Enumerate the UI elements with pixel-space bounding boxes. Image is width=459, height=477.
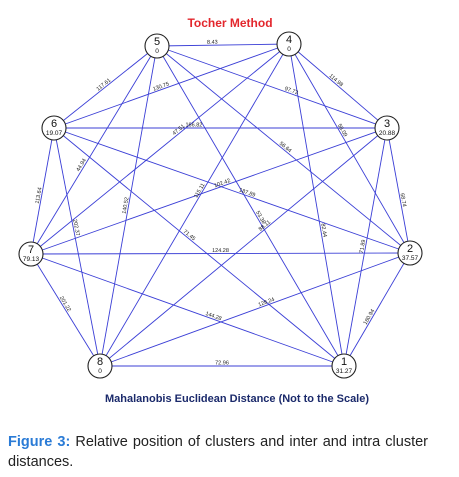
edge-5-4 [156, 43, 290, 47]
edge-4-6 [53, 43, 290, 129]
cluster-node-id: 6 [51, 118, 57, 130]
edge-3-8 [99, 127, 388, 367]
edge-label-2-1: 180.94 [363, 308, 377, 326]
edge-4-2 [288, 43, 411, 254]
edge-4-8 [99, 43, 290, 367]
edges-layer [30, 43, 411, 367]
edge-7-1 [30, 253, 345, 367]
cluster-node-intra-distance: 20.88 [379, 130, 396, 137]
edge-label-5-6: 117.61 [96, 78, 113, 93]
edge-label-5-8: 140.52 [122, 197, 131, 215]
diagram-title: Tocher Method [187, 16, 272, 30]
edge-label-3-2: 68.74 [399, 193, 407, 208]
edge-5-6 [53, 45, 158, 129]
diagram-subtitle: Mahalanobis Euclidean Distance (Not to t… [105, 393, 369, 405]
cluster-node-id: 5 [154, 36, 160, 48]
edge-label-4-2: 58.09 [336, 123, 348, 138]
edge-6-2 [53, 127, 411, 254]
edge-label-5-7: 44.94 [76, 158, 88, 173]
edge-label-6-1: 71.45 [182, 229, 196, 242]
cluster-node-2: 237.57 [397, 240, 423, 266]
edge-8-2 [99, 252, 411, 367]
cluster-node-intra-distance: 31.27 [336, 368, 353, 375]
edge-label-4-3: 114.98 [328, 73, 344, 88]
cluster-node-id: 7 [28, 244, 34, 256]
edge-label-5-3: 97.73 [284, 86, 299, 96]
edge-6-1 [53, 127, 345, 367]
edge-label-3-7: 102.42 [213, 178, 231, 189]
cluster-node-circle [374, 115, 400, 141]
edge-7-8 [30, 253, 101, 367]
cluster-node-intra-distance: 19.07 [46, 130, 63, 137]
edge-label-6-2: 187.89 [238, 188, 256, 199]
edge-label-7-2: 124.28 [212, 248, 229, 254]
cluster-node-circle [87, 353, 113, 379]
cluster-node-id: 3 [384, 118, 390, 130]
cluster-node-intra-distance: 0 [155, 48, 159, 55]
edge-label-8-1: 72.96 [215, 361, 229, 367]
edge-7-2 [30, 252, 411, 255]
edge-5-8 [99, 45, 158, 367]
cluster-node-intra-distance: 0 [287, 46, 291, 53]
edge-5-1 [156, 45, 345, 367]
edge-5-7 [30, 45, 158, 255]
edge-label-7-8: 201.22 [58, 295, 72, 312]
edge-3-2 [386, 127, 411, 254]
edge-label-4-7: 47.51 [172, 124, 186, 137]
edge-label-4-8: 115.11 [193, 182, 206, 199]
edge-4-7 [30, 43, 290, 255]
cluster-node-intra-distance: 37.57 [402, 255, 419, 262]
cluster-node-circle [276, 31, 302, 57]
edge-3-1 [343, 127, 388, 367]
cluster-node-circle [18, 241, 44, 267]
edge-label-5-4: 8.43 [207, 40, 218, 46]
caption-text: Relative position of clusters and inter … [8, 434, 428, 470]
cluster-node-circle [397, 240, 423, 266]
edge-5-2 [156, 45, 411, 254]
edge-label-4-6: 130.75 [152, 81, 170, 92]
cluster-node-7: 779.13 [18, 241, 44, 267]
edge-4-3 [288, 43, 388, 129]
edge-label-7-1: 144.28 [204, 311, 222, 322]
edge-label-8-2: 128.24 [258, 297, 276, 308]
figure-caption: Figure 3: Relative position of clusters … [8, 432, 428, 472]
edge-5-3 [156, 45, 388, 129]
cluster-node-intra-distance: 0 [98, 368, 102, 375]
edge-6-7 [30, 127, 55, 255]
edge-4-1 [288, 43, 345, 367]
edge-6-8 [53, 127, 101, 367]
edge-label-6-7: 113.64 [35, 187, 44, 204]
edge-label-6-3: 166.82 [185, 123, 202, 129]
cluster-node-4: 40 [276, 31, 302, 57]
cluster-node-id: 4 [286, 34, 292, 46]
edge-2-1 [343, 252, 411, 367]
edge-label-6-8: 202.37 [71, 219, 80, 237]
cluster-node-circle [331, 353, 357, 379]
edge-3-7 [30, 127, 388, 255]
cluster-node-5: 50 [144, 33, 170, 59]
cluster-node-id: 1 [341, 356, 347, 368]
cluster-node-circle [41, 115, 67, 141]
cluster-node-3: 320.88 [374, 115, 400, 141]
cluster-node-6: 619.07 [41, 115, 67, 141]
cluster-node-id: 2 [407, 243, 413, 255]
edge-label-4-1: 82.44 [319, 223, 327, 238]
cluster-node-circle [144, 33, 170, 59]
cluster-node-intra-distance: 79.13 [23, 256, 40, 263]
cluster-node-1: 131.27 [331, 353, 357, 379]
cluster-node-8: 80 [87, 353, 113, 379]
edge-label-5-2: 56.64 [278, 141, 292, 154]
caption-label: Figure 3: [8, 434, 71, 450]
edge-label-3-1: 71.89 [359, 239, 367, 254]
cluster-node-id: 8 [97, 356, 103, 368]
